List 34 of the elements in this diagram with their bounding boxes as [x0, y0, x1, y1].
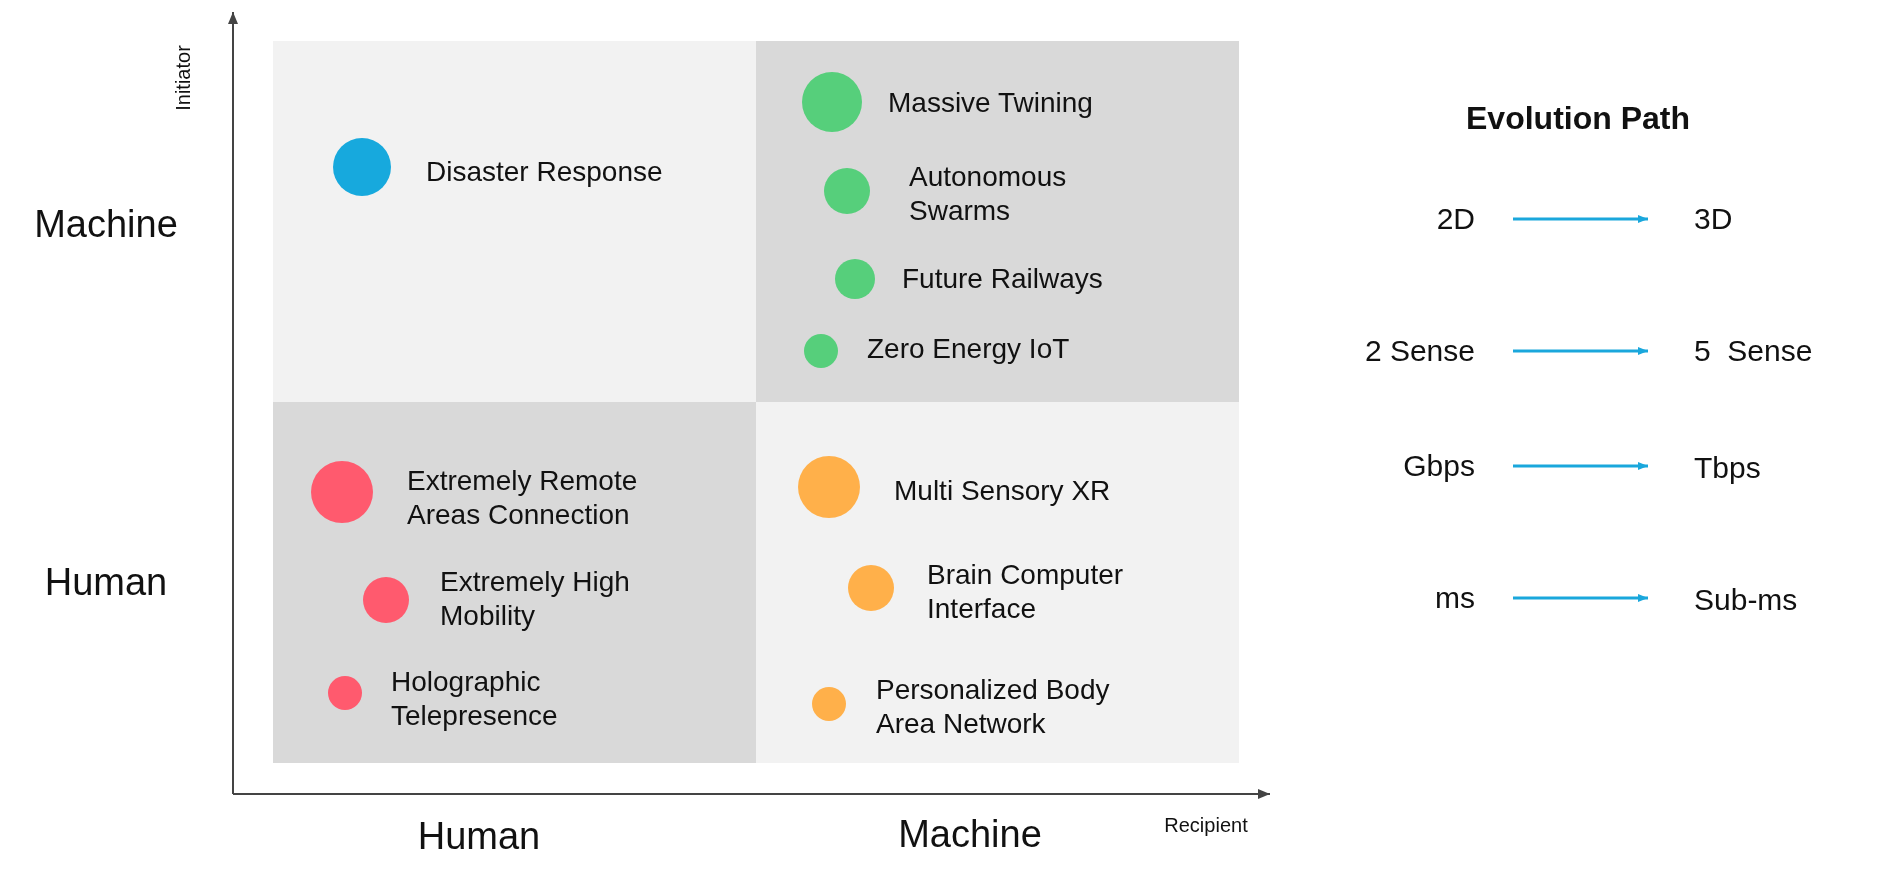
use-case-label: Autonomous Swarms [909, 160, 1109, 228]
use-case-label: Extremely Remote Areas Connection [407, 464, 677, 532]
arrow [1513, 462, 1648, 470]
use-case-label: Massive Twining [888, 86, 1093, 120]
axis-category-label: Machine [34, 202, 178, 246]
use-case-label: Zero Energy IoT [867, 332, 1070, 366]
quadrant-panel [273, 402, 756, 763]
axis-title: Initiator [171, 45, 195, 111]
quadrant-panel [273, 41, 756, 402]
axis-category-label: Human [417, 814, 541, 858]
use-case-label: Disaster Response [426, 155, 663, 189]
axis-category-label: Human [44, 560, 168, 604]
metric-label: 3D [1648, 201, 1733, 237]
metric-label: 2D [1436, 201, 1513, 237]
use-case-label: Brain Computer Interface [927, 558, 1177, 626]
metric-label: ms [1435, 580, 1513, 616]
use-case-label: Personalized Body Area Network [876, 673, 1166, 741]
arrow [1513, 594, 1648, 602]
axis-category-label: Machine [898, 812, 1042, 856]
axis-title: Recipient [1164, 813, 1248, 837]
metric-label: Tbps [1648, 450, 1761, 486]
metric-label: Gbps [1403, 448, 1513, 484]
arrow [1513, 215, 1648, 223]
use-case-label: Multi Sensory XR [894, 474, 1111, 508]
use-case-label: Extremely High Mobility [440, 565, 670, 633]
quadrant-panel [756, 402, 1239, 763]
metric-label: 5 Sense [1648, 333, 1813, 369]
metric-label: Sub-ms [1648, 582, 1798, 618]
quadrant-panel [756, 41, 1239, 402]
arrow [1513, 347, 1648, 355]
use-case-label: Future Railways [902, 262, 1103, 296]
metric-label: 2 Sense [1364, 333, 1513, 369]
use-case-label: Holographic Telepresence [391, 665, 591, 733]
section-title: Evolution Path [1466, 99, 1690, 137]
